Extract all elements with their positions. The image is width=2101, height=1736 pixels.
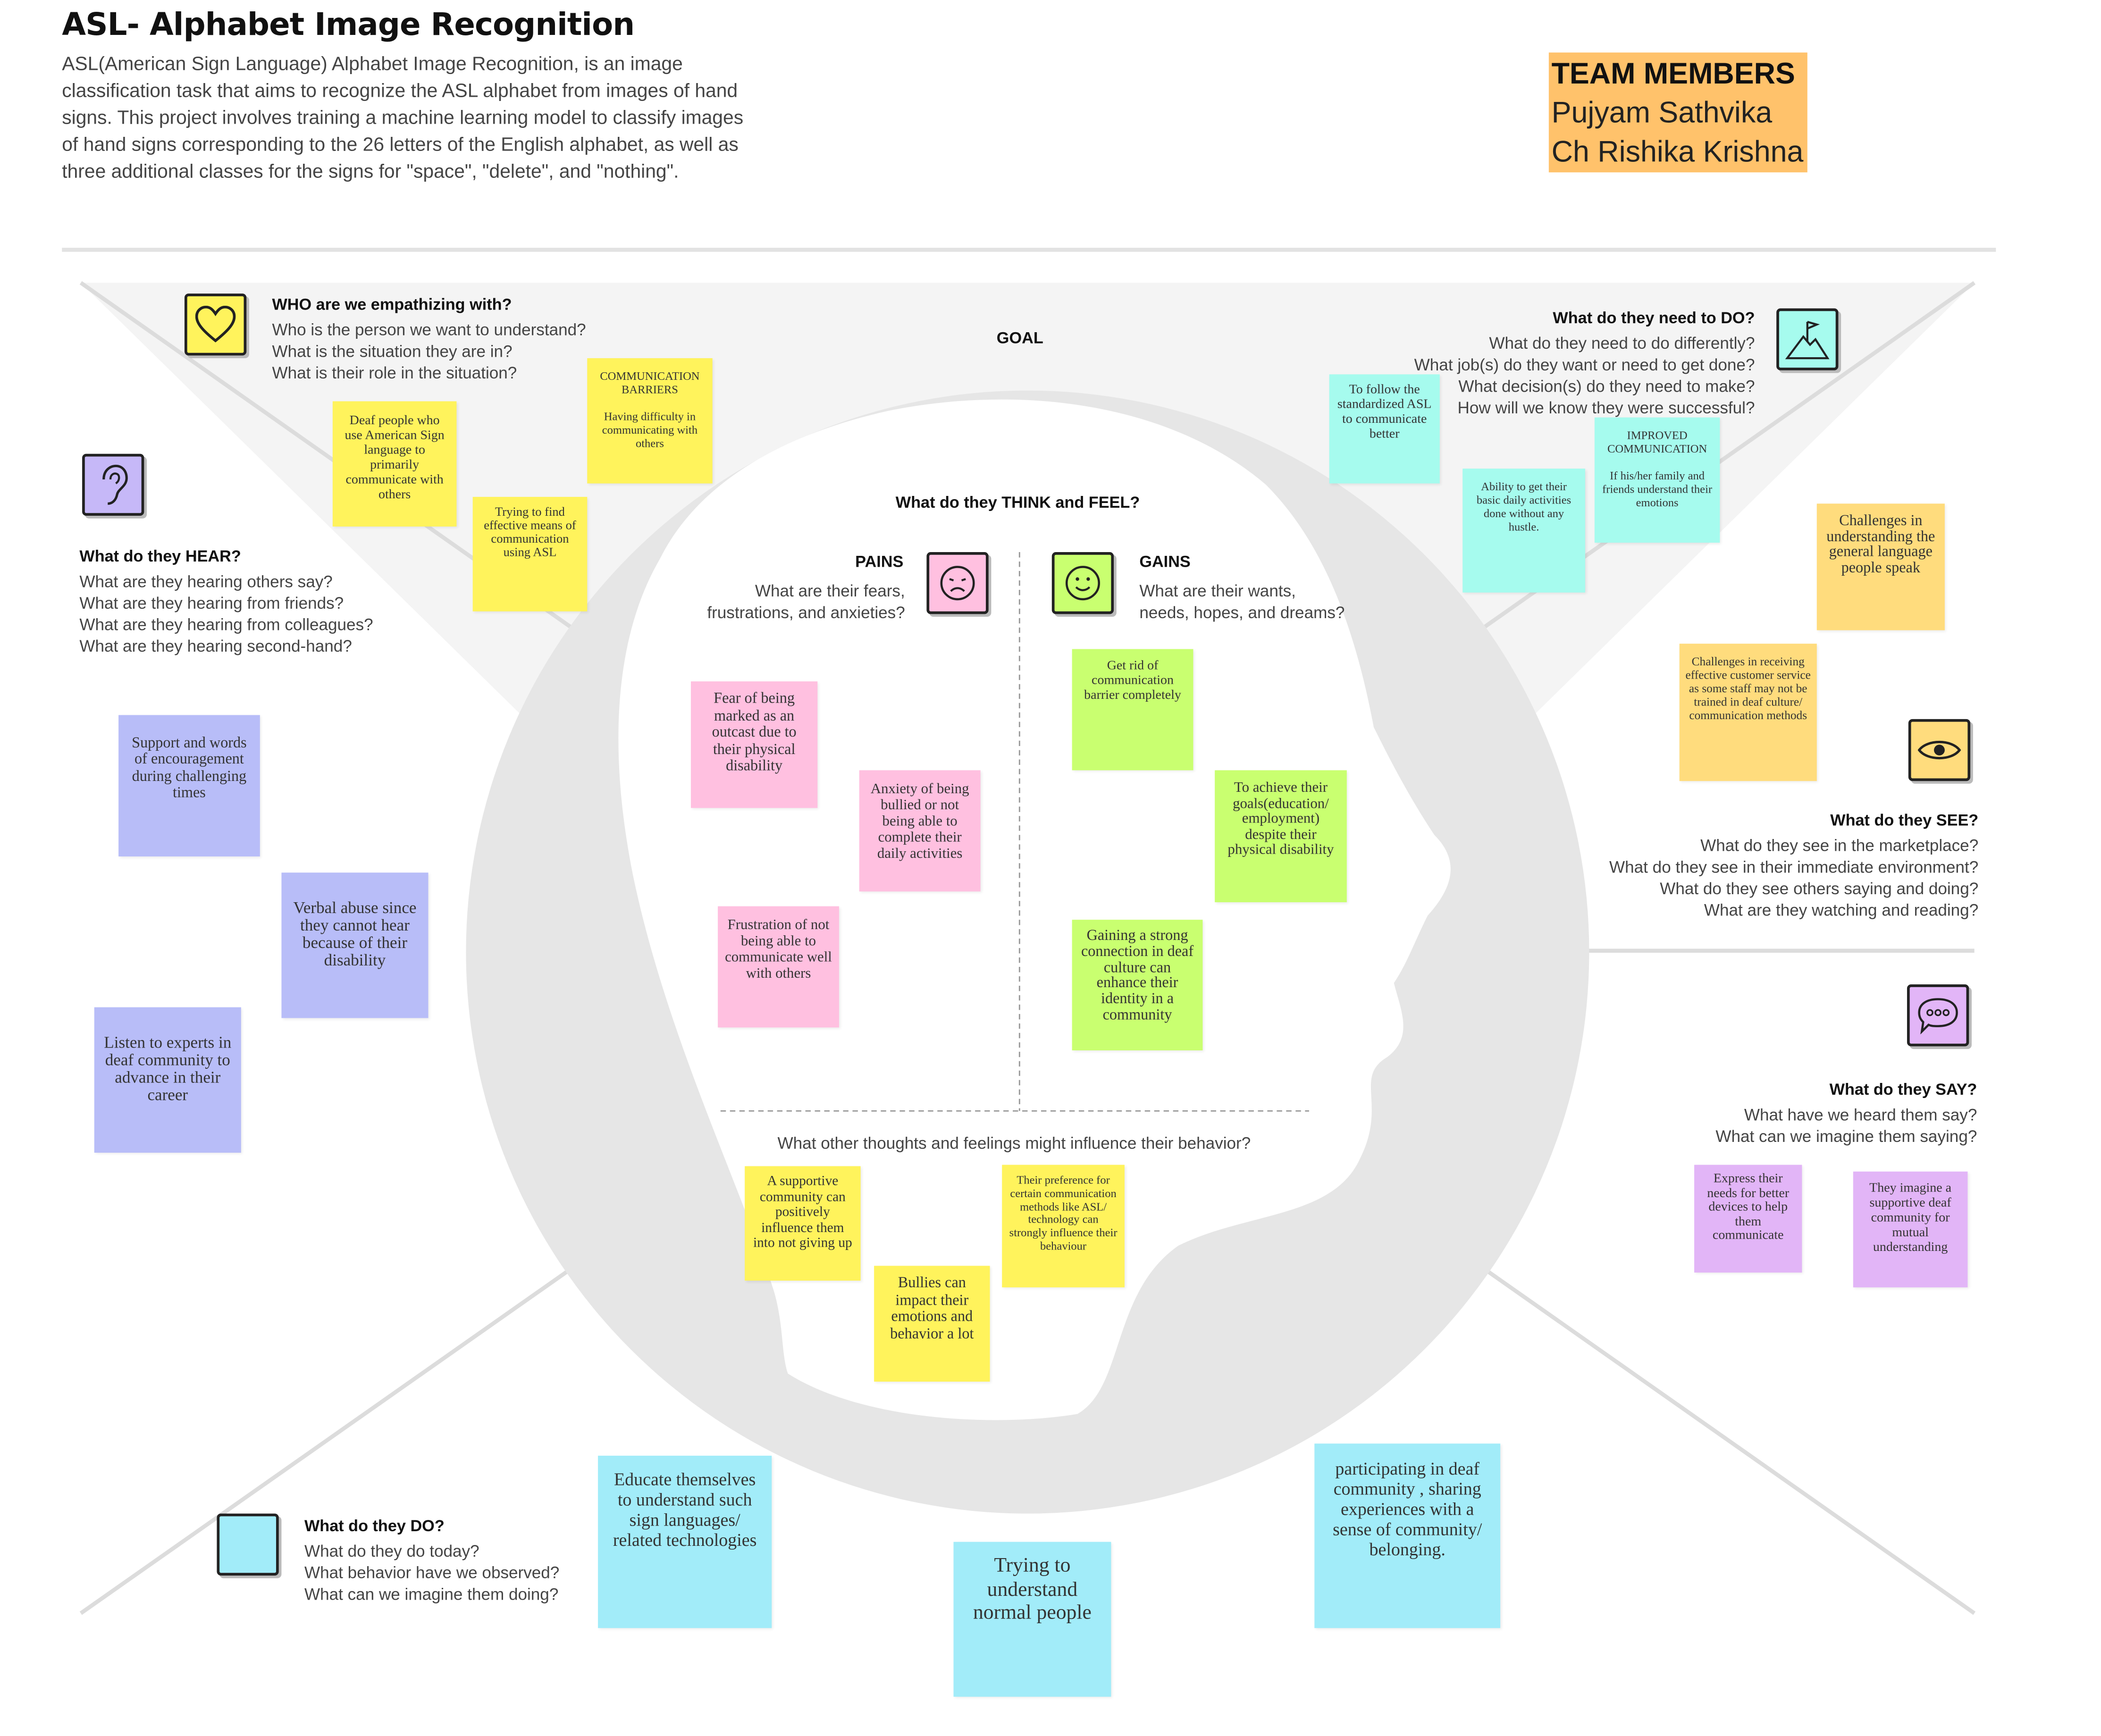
sticky-note[interactable]: Get rid of communication barrier complet… [1072,649,1193,771]
page-title: ASL- Alphabet Image Recognition [62,8,635,43]
sticky-note[interactable]: Trying to find effective means of commun… [472,497,588,612]
mountain-flag-icon [1776,308,1839,370]
sticky-note[interactable]: Deaf people who use American Sign langua… [332,401,457,527]
who-question: What is the situation they are in? [272,342,513,361]
do-question: What behavior have we observed? [304,1563,560,1583]
see-question: What do they see others saying and doing… [1660,879,1979,898]
sticky-note[interactable]: Frustration of not being able to communi… [718,906,839,1028]
sticky-note[interactable]: participating in deaf community , sharin… [1314,1443,1501,1628]
see-question: What are they watching and reading? [1704,901,1979,920]
sticky-note[interactable]: IMPROVED COMMUNICATION If his/her family… [1594,417,1720,543]
gains-questions: What are their wants, needs, hopes, and … [1139,580,1382,623]
sticky-note[interactable]: Trying to understand normal people [953,1542,1111,1697]
pains-questions: What are their fears, frustrations, and … [673,580,905,623]
sticky-note[interactable]: Gaining a strong connection in deaf cult… [1072,920,1203,1050]
do-question: What do they do today? [304,1542,479,1561]
hear-section: What do they HEAR? What are they hearing… [79,545,456,657]
do-section: What do they DO? What do they do today? … [304,1515,614,1605]
gains-question: What are their wants, [1139,581,1296,601]
goal-label: GOAL [996,328,1043,348]
need-do-section: What do they need to DO? What do they ne… [1347,307,1755,419]
hear-question: What are they hearing from colleagues? [79,615,373,635]
sticky-note[interactable]: Anxiety of being bullied or not being ab… [859,770,981,892]
need-do-heading: What do they need to DO? [1553,308,1755,327]
gains-heading: GAINS [1139,552,1191,571]
gains-question: needs, hopes, and dreams? [1139,603,1345,622]
say-question: What have we heard them say? [1744,1105,1977,1124]
heart-icon [184,294,247,356]
sticky-note[interactable]: COMMUNICATION BARRIERS Having difficulty… [587,358,713,484]
do-question: What can we imagine them doing? [304,1585,559,1604]
project-description: ASL(American Sign Language) Alphabet Ima… [62,54,744,184]
sticky-note[interactable]: To achieve their goals(education/ employ… [1215,770,1347,903]
see-question: What do they see in the marketplace? [1700,836,1979,855]
sticky-note[interactable]: Fear of being marked as an outcast due t… [690,681,818,808]
team-heading: TEAM MEMBERS [1551,56,1795,91]
sticky-note[interactable]: Ability to get their basic daily activit… [1462,469,1585,593]
hear-heading: What do they HEAR? [79,546,241,566]
pains-heading: PAINS [855,552,904,571]
sticky-note[interactable]: A supportive community can positively in… [745,1166,861,1281]
sticky-note[interactable]: Bullies can impact their emotions and be… [874,1266,990,1382]
pains-question: What are their fears, [755,581,905,601]
think-feel-heading: What do they THINK and FEEL? [895,493,1140,512]
need-do-question: What decision(s) do they need to make? [1458,377,1755,396]
sticky-note[interactable]: Verbal abuse since they cannot hear beca… [281,872,429,1018]
sticky-note[interactable]: To follow the standardized ASL to commun… [1329,374,1440,484]
square-icon [217,1513,279,1576]
team-member: Pujyam Sathvika [1551,95,1773,129]
who-question: What is their role in the situation? [272,363,517,383]
speech-bubble-icon [1907,984,1969,1047]
ear-icon [82,453,144,516]
hear-question: What are they hearing from friends? [79,594,344,613]
see-question: What do they see in their immediate envi… [1609,857,1979,877]
need-do-question: What job(s) do they want or need to get … [1414,355,1755,375]
sticky-note[interactable]: Support and words of encouragement durin… [118,715,260,857]
see-section: What do they SEE? What do they see in th… [1562,809,1978,921]
other-thoughts-question: What other thoughts and feelings might i… [777,1133,1251,1153]
sticky-note[interactable]: Express their needs for better devices t… [1694,1165,1802,1273]
say-heading: What do they SAY? [1829,1080,1977,1099]
say-section: What do they SAY? What have we heard the… [1616,1079,1977,1148]
happy-face-icon [1051,552,1114,614]
hear-question: What are they hearing others say? [79,572,333,591]
team-member: Ch Rishika Krishna [1551,134,1804,168]
say-question: What can we imagine them saying? [1715,1127,1977,1146]
need-do-question: How will we know they were successful? [1457,398,1755,418]
who-question: Who is the person we want to understand? [272,320,586,340]
who-section: WHO are we empathizing with? Who is the … [272,294,622,384]
hear-question: What are they hearing second-hand? [79,637,352,656]
sticky-note[interactable]: Educate themselves to understand such si… [598,1455,772,1628]
sticky-note[interactable]: Challenges in receiving effective custom… [1679,644,1817,781]
eye-icon [1908,719,1971,781]
need-do-question: What do they need to do differently? [1489,334,1755,353]
sticky-note[interactable]: Challenges in understanding the general … [1816,503,1945,630]
who-heading: WHO are we empathizing with? [272,294,512,314]
team-members-box: TEAM MEMBERS Pujyam Sathvika Ch Rishika … [1548,52,1807,173]
header-divider [62,248,1996,252]
see-heading: What do they SEE? [1830,810,1979,830]
sticky-note[interactable]: Their preference for certain communicati… [1002,1165,1125,1288]
sticky-note[interactable]: They imagine a supportive deaf community… [1853,1171,1968,1288]
do-heading: What do they DO? [304,1516,445,1535]
head-silhouette [618,399,1451,1420]
pains-question: frustrations, and anxieties? [707,603,905,622]
sticky-note[interactable]: Listen to experts in deaf community to a… [94,1007,241,1153]
sad-face-icon [926,552,989,614]
